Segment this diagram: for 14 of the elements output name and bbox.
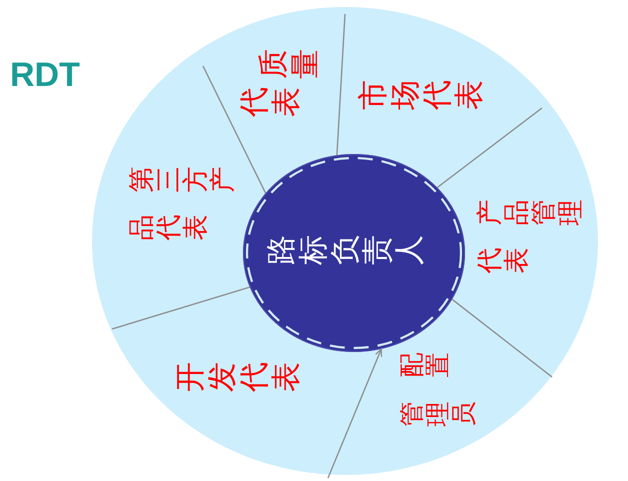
arrow (327, 348, 382, 478)
divider-line (202, 66, 266, 194)
divider-line (112, 286, 250, 330)
divider-line (436, 107, 542, 188)
divider-line (336, 14, 346, 156)
role-label: 市场代表 (358, 79, 486, 111)
role-label: 配置管理员 (399, 352, 477, 427)
role-label: 开发代表 (175, 361, 303, 393)
divider-line (452, 298, 552, 378)
title: RDT (10, 58, 80, 92)
role-label: 质量代表 (239, 48, 322, 118)
center-label: 路标负责人 (266, 234, 426, 266)
role-label: 第三方产品代表 (129, 166, 237, 241)
role-label: 产品管理代表 (477, 199, 585, 274)
